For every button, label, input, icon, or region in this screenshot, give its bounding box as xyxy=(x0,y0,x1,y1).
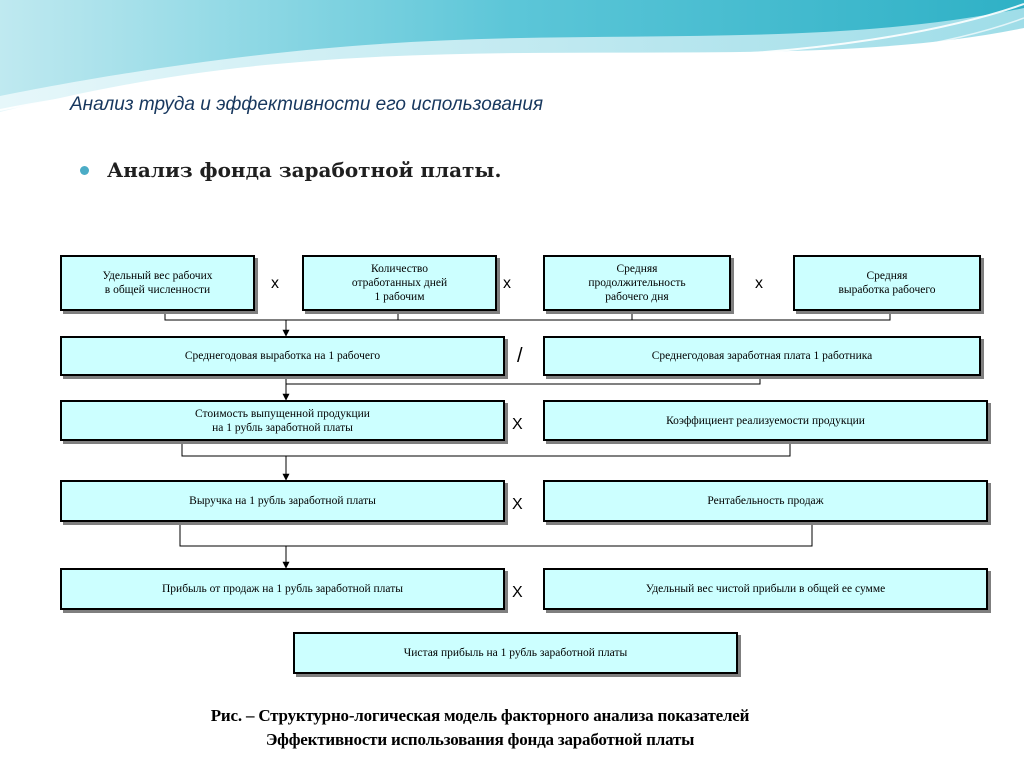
multiply-operator: Х xyxy=(512,584,523,601)
divide-operator: / xyxy=(517,345,523,367)
bullet-text: Анализ фонда заработной платы. xyxy=(107,158,502,182)
bullet-item: Анализ фонда заработной платы. xyxy=(80,158,501,182)
box-avg-output: Средняя выработка рабочего xyxy=(793,255,981,311)
box-net-profit-per-ruble: Чистая прибыль на 1 рубль заработной пла… xyxy=(293,632,738,674)
figure-caption-line1: Рис. – Структурно-логическая модель факт… xyxy=(210,706,750,725)
box-output-per-ruble: Стоимость выпущенной продукции на 1 рубл… xyxy=(60,400,505,441)
multiply-operator: Х xyxy=(512,416,523,433)
slide-title: Анализ труда и эффективности его использ… xyxy=(70,94,544,115)
box-annual-salary: Среднегодовая заработная плата 1 работни… xyxy=(543,336,981,376)
box-days-worked: Количество отработанных дней 1 рабочим xyxy=(302,255,497,311)
box-net-profit-share: Удельный вес чистой прибыли в общей ее с… xyxy=(543,568,988,610)
header-wave-decoration xyxy=(0,0,1024,121)
box-sales-profitability: Рентабельность продаж xyxy=(543,480,988,522)
box-workday-length: Средняя продолжительность рабочего дня xyxy=(543,255,731,311)
connector-row2-bracket xyxy=(285,376,761,385)
box-sales-profit-per-ruble: Прибыль от продаж на 1 рубль заработной … xyxy=(60,568,505,610)
multiply-operator: Х xyxy=(512,496,523,513)
box-worker-share: Удельный вес рабочих в общей численности xyxy=(60,255,255,311)
multiply-operator: х xyxy=(755,275,763,292)
connector-row4-bracket xyxy=(179,522,813,547)
connector-row1-bracket xyxy=(164,312,891,321)
box-realization-ratio: Коэффициент реализуемости продукции xyxy=(543,400,988,441)
connector-row3-bracket xyxy=(181,441,791,457)
multiply-operator: х xyxy=(271,275,279,292)
figure-caption-line2: Эффективности использования фонда зарабо… xyxy=(265,730,695,749)
box-revenue-per-ruble: Выручка на 1 рубль заработной платы xyxy=(60,480,505,522)
box-annual-output: Среднегодовая выработка на 1 рабочего xyxy=(60,336,505,376)
bullet-dot-icon xyxy=(80,165,89,175)
multiply-operator: х xyxy=(503,275,511,292)
